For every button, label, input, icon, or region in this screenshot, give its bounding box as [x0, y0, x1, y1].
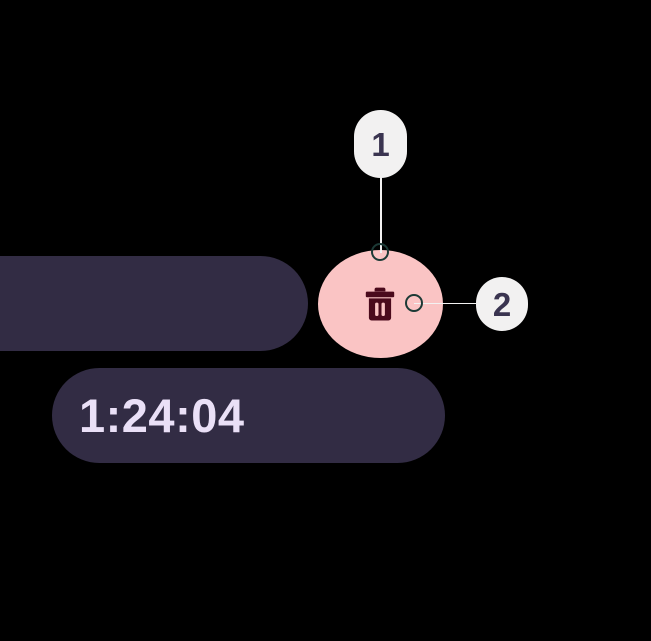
trash-icon	[365, 287, 394, 321]
anchor-ring-right	[405, 294, 423, 312]
annotation-connector-1	[380, 165, 382, 253]
annotation-connector-2	[414, 302, 488, 304]
duration-chip[interactable]: 1:24:04	[52, 368, 445, 463]
duration-label: 1:24:04	[79, 389, 245, 442]
delete-button[interactable]	[318, 250, 443, 358]
anchor-ring-top	[371, 243, 389, 261]
annotation-badge-1[interactable]: 1	[354, 110, 407, 178]
elapsed-time-chip[interactable]: 43	[0, 256, 308, 351]
annotation-badge-2[interactable]: 2	[476, 277, 528, 331]
